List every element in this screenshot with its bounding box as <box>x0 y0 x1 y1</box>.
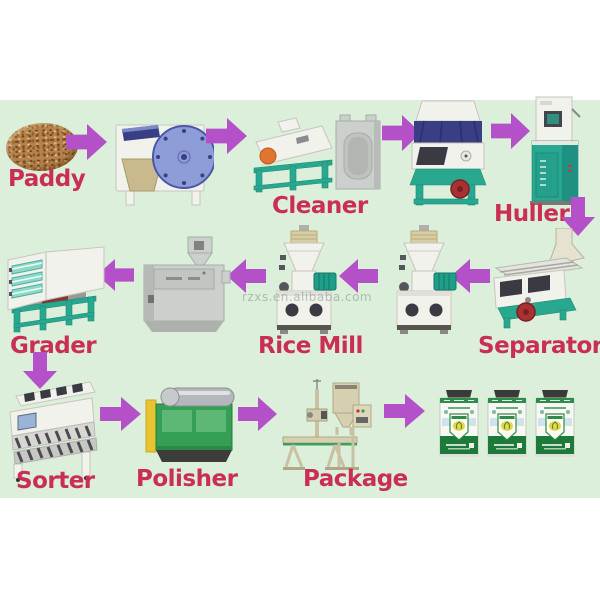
destoner-machine-image <box>402 97 494 209</box>
arrow-cleaner-drum-to-vibro <box>206 117 248 155</box>
vibro-cleaner-machine-image <box>248 116 342 194</box>
rice-bag-image-1 <box>436 388 483 462</box>
polisher-machine-image <box>142 380 240 468</box>
color-sorter-machine-image <box>2 380 100 482</box>
label-separator: Separator <box>478 333 600 359</box>
drum-cleaner-machine-image <box>106 107 214 211</box>
arrow-grader-to-sorter <box>22 352 58 390</box>
arrow-whitener-to-grader <box>96 258 134 292</box>
arrow-ricemill-to-whitener <box>226 258 266 294</box>
label-huller: Huller <box>494 201 570 227</box>
separator-machine-image <box>490 228 592 330</box>
cleaner-cabinet-image <box>334 113 382 193</box>
whitener-machine-image <box>136 235 234 335</box>
rice-bag-image-2 <box>484 388 531 462</box>
label-package: Package <box>303 466 408 492</box>
arrow-separator-to-ricemill <box>450 258 490 294</box>
arrow-ricemill-right-to-left <box>338 258 378 294</box>
arrow-paddy-to-cleaner <box>66 123 108 161</box>
arrow-sorter-to-polisher <box>100 396 142 432</box>
label-paddy: Paddy <box>8 166 86 192</box>
label-cleaner: Cleaner <box>272 193 368 219</box>
grader-machine-image <box>2 238 108 336</box>
label-grader: Grader <box>10 333 97 359</box>
label-sorter: Sorter <box>16 468 95 494</box>
rice-bag-image-3 <box>532 388 579 462</box>
rice-mill-machine-image-2 <box>264 225 344 335</box>
rice-mill-machine-image <box>384 225 464 335</box>
watermark-text: rzxs.en.alibaba.com <box>242 290 373 304</box>
arrow-package-to-bags <box>384 393 426 429</box>
arrow-destoner-to-huller <box>491 112 531 150</box>
label-rice-mill: Rice Mill <box>258 333 363 359</box>
arrow-polisher-to-package <box>238 396 278 432</box>
arrow-huller-to-separator <box>560 197 596 237</box>
huller-machine-image <box>526 95 584 207</box>
packing-machine-image <box>277 375 375 471</box>
arrow-cleaner-to-destoner <box>382 114 422 152</box>
label-polisher: Polisher <box>136 466 238 492</box>
